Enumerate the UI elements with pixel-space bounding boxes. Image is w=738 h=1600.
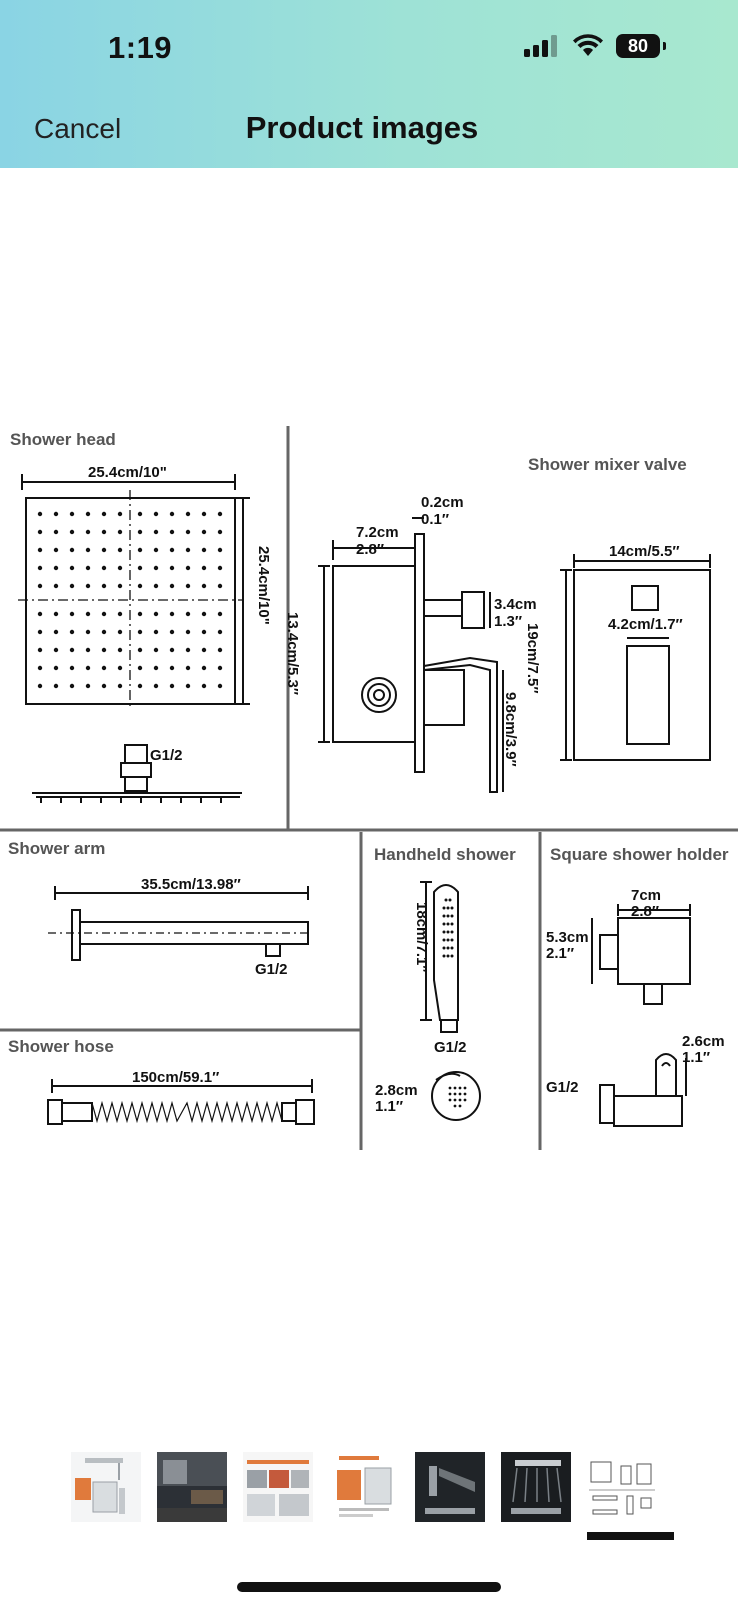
wifi-icon <box>573 34 603 56</box>
thumbnail-5[interactable] <box>415 1452 485 1522</box>
dim-valve-outlet-cm: 3.4cm <box>494 596 537 613</box>
thumbnail-7[interactable] <box>587 1452 657 1522</box>
dim-valve-height: 13.4cm/5.3″ <box>284 612 301 696</box>
dim-hose-length: 150cm/59.1″ <box>132 1069 220 1086</box>
dim-valve-plate-cm: 0.2cm <box>421 494 464 511</box>
dim-arm-thread: G1/2 <box>255 961 288 978</box>
dim-hand-thread: G1/2 <box>434 1039 467 1056</box>
dim-holder-width-in: 2.8″ <box>631 903 660 920</box>
dim-valve-outlet-in: 1.3″ <box>494 613 523 630</box>
dim-valve-depth-cm: 7.2cm <box>356 524 399 541</box>
page-title: Product images <box>0 110 738 146</box>
cellular-signal-icon <box>524 35 557 57</box>
label-shower-head: Shower head <box>10 430 116 449</box>
thumbnail-3[interactable] <box>243 1452 313 1522</box>
install-steps-thumb-icon <box>243 1452 313 1522</box>
selected-thumbnail-indicator <box>587 1532 674 1540</box>
dimension-drawing-thumb-icon <box>587 1452 657 1522</box>
battery-icon: 80 <box>616 34 666 58</box>
rain-shower-thumb-icon <box>501 1452 571 1522</box>
status-icons: 80 <box>524 34 666 58</box>
dim-valve-depth-in: 2.8″ <box>356 541 385 558</box>
dim-valve-handle: 9.8cm/3.9″ <box>502 692 519 767</box>
header-bar: 1:19 80 Cancel Product images <box>0 0 738 168</box>
thumbnail-1[interactable] <box>71 1452 141 1522</box>
thumbnail-6[interactable] <box>501 1452 571 1522</box>
status-time: 1:19 <box>108 30 173 65</box>
label-shower-hose: Shower hose <box>8 1037 114 1056</box>
dim-holder-height-cm: 5.3cm <box>546 929 589 946</box>
dim-trim-height: 19cm/7.5″ <box>524 623 541 694</box>
dim-holder-thread: G1/2 <box>546 1079 579 1096</box>
dim-head-thread: G1/2 <box>150 747 183 764</box>
dim-trim-handle: 4.2cm/1.7″ <box>608 616 683 633</box>
dark-shower-thumb-icon <box>415 1452 485 1522</box>
dim-arm-length: 35.5cm/13.98″ <box>141 876 241 893</box>
thumbnail-strip <box>71 1452 671 1532</box>
label-shower-arm: Shower arm <box>8 839 106 858</box>
bathroom-photo-thumb-icon <box>157 1452 227 1522</box>
cancel-button[interactable]: Cancel <box>34 113 122 144</box>
page-title-text: Product images <box>245 110 479 145</box>
dim-trim-width: 14cm/5.5″ <box>609 543 680 560</box>
dim-head-height: 25.4cm/10" <box>255 546 272 625</box>
dim-hand-face-in: 1.1″ <box>375 1098 404 1115</box>
thumbnail-2[interactable] <box>157 1452 227 1522</box>
thumbnail-4[interactable] <box>329 1452 399 1522</box>
dim-holder-side-in: 1.1″ <box>682 1049 711 1066</box>
shower-set-thumb-icon <box>71 1452 141 1522</box>
dim-holder-height-in: 2.1″ <box>546 945 575 962</box>
dim-hand-face-cm: 2.8cm <box>375 1082 418 1099</box>
dim-head-width: 25.4cm/10" <box>88 464 167 481</box>
dim-holder-width-cm: 7cm <box>631 887 662 904</box>
dim-hand-length: 18cm/7.1″ <box>413 902 430 973</box>
dim-valve-plate-in: 0.1″ <box>421 511 450 528</box>
label-mixer-valve: Shower mixer valve <box>528 455 687 474</box>
label-shower-holder: Square shower holder <box>550 845 729 864</box>
dimension-lines <box>0 426 738 1150</box>
valve-parts-thumb-icon <box>329 1452 399 1522</box>
home-indicator[interactable] <box>237 1582 501 1592</box>
product-dimension-image[interactable]: Shower head Shower mixer valve Shower ar… <box>0 420 738 1180</box>
label-handheld-shower: Handheld shower <box>374 845 516 864</box>
dim-holder-side-cm: 2.6cm <box>682 1033 725 1050</box>
